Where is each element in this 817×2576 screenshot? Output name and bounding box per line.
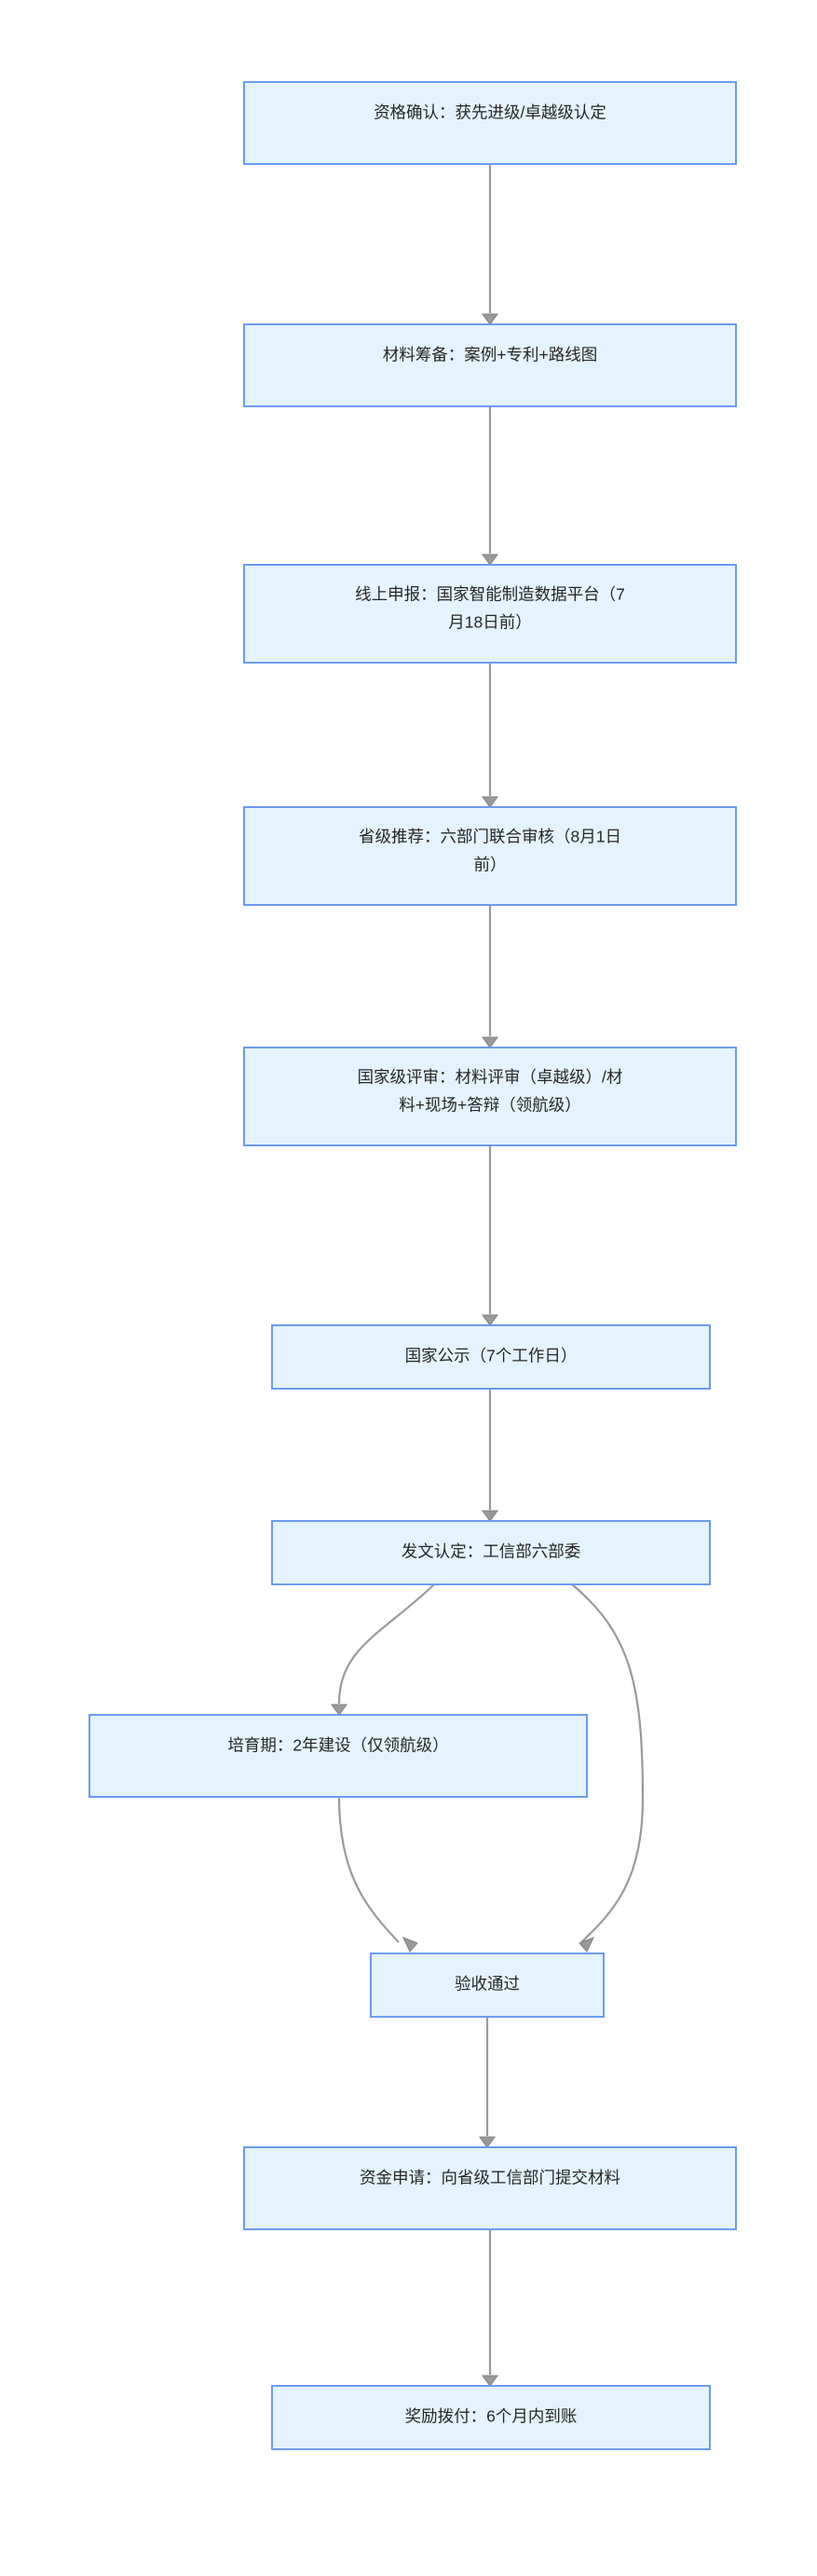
- flow-node-online-application[interactable]: 线上申报：国家智能制造数据平台（7 月18日前）: [243, 564, 737, 664]
- node-box[interactable]: [243, 564, 737, 664]
- edge-designation-to-acceptance-line: [571, 1583, 645, 1943]
- node-label-line: 前）: [474, 856, 507, 874]
- flow-node-acceptance-passed[interactable]: 验收通过: [370, 1953, 605, 2018]
- arrowhead-icon: [482, 2375, 498, 2387]
- nodes-layer: 资格确认：获先进级/卓越级认定材料筹备：案例+专利+路线图线上申报：国家智能制造…: [89, 81, 737, 2450]
- node-box[interactable]: [243, 2146, 737, 2230]
- arrowhead-icon: [482, 313, 498, 325]
- edge-cultivation-to-acceptance-line: [337, 1796, 400, 1943]
- node-box[interactable]: [243, 1047, 737, 1146]
- flow-node-reward-disbursement[interactable]: 奖励拨付：6个月内到账: [271, 2385, 711, 2450]
- node-label-line: 培育期：2年建设（仅领航级）: [227, 1736, 448, 1755]
- flow-node-official-designation[interactable]: 发文认定：工信部六部委: [271, 1520, 711, 1585]
- flow-node-national-review[interactable]: 国家级评审：材料评审（卓越级）/材料+现场+答辩（领航级）: [243, 1047, 737, 1146]
- edge-funding-to-reward: [482, 2229, 498, 2387]
- node-label-line: 资金申请：向省级工信部门提交材料: [360, 2169, 620, 2187]
- node-label-line: 线上申报：国家智能制造数据平台（7: [355, 585, 625, 604]
- node-label-line: 发文认定：工信部六部委: [402, 1542, 581, 1561]
- node-label-line: 资格确认：获先进级/卓越级认定: [374, 103, 606, 122]
- flow-node-cultivation-period[interactable]: 培育期：2年建设（仅领航级）: [89, 1714, 588, 1798]
- edge-designation-to-cultivation-line: [337, 1583, 435, 1705]
- node-box[interactable]: [271, 1324, 711, 1390]
- edge-provincial-to-national-review: [482, 905, 498, 1048]
- node-box[interactable]: [243, 81, 737, 165]
- arrowhead-icon: [482, 1510, 498, 1522]
- edge-cultivation-to-acceptance: [337, 1796, 418, 1953]
- arrowhead-icon: [482, 796, 498, 808]
- arrowhead-icon: [482, 554, 498, 566]
- node-label-line: 料+现场+答辩（领航级）: [399, 1096, 580, 1115]
- arrowhead-icon: [479, 2136, 496, 2148]
- edge-designation-to-cultivation: [331, 1583, 435, 1716]
- edge-national-review-to-publicity: [482, 1145, 498, 1326]
- flow-node-material-preparation[interactable]: 材料筹备：案例+专利+路线图: [243, 323, 737, 407]
- node-box[interactable]: [271, 1520, 711, 1585]
- node-label-line: 月18日前）: [448, 613, 531, 632]
- flow-node-funding-application[interactable]: 资金申请：向省级工信部门提交材料: [243, 2146, 737, 2230]
- arrowhead-icon: [331, 1704, 347, 1716]
- flow-node-qualification-confirm[interactable]: 资格确认：获先进级/卓越级认定: [243, 81, 737, 165]
- node-label-line: 国家级评审：材料评审（卓越级）/材: [358, 1068, 623, 1087]
- arrowhead-icon: [579, 1937, 594, 1953]
- node-box[interactable]: [370, 1953, 605, 2018]
- node-box[interactable]: [89, 1714, 588, 1798]
- edge-qualification-to-material: [482, 164, 498, 325]
- node-box[interactable]: [243, 806, 737, 906]
- node-box[interactable]: [243, 323, 737, 407]
- edge-designation-to-acceptance: [571, 1583, 645, 1953]
- node-label-line: 奖励拨付：6个月内到账: [405, 2407, 578, 2426]
- node-box[interactable]: [271, 2385, 711, 2450]
- arrowhead-icon: [482, 1314, 498, 1326]
- node-label-line: 验收通过: [455, 1975, 520, 1994]
- node-label-line: 材料筹备：案例+专利+路线图: [383, 346, 597, 364]
- edge-material-to-online: [482, 406, 498, 566]
- edge-acceptance-to-funding: [479, 2017, 496, 2148]
- node-label-line: 省级推荐：六部门联合审核（8月1日: [359, 828, 621, 846]
- edge-publicity-to-designation: [482, 1389, 498, 1522]
- node-label-line: 国家公示（7个工作日）: [405, 1347, 578, 1365]
- edge-online-to-provincial: [482, 663, 498, 808]
- arrowhead-icon: [482, 1036, 498, 1048]
- arrowhead-icon: [402, 1937, 418, 1953]
- edges-layer: [331, 164, 645, 2387]
- flow-node-national-publicity[interactable]: 国家公示（7个工作日）: [271, 1324, 711, 1390]
